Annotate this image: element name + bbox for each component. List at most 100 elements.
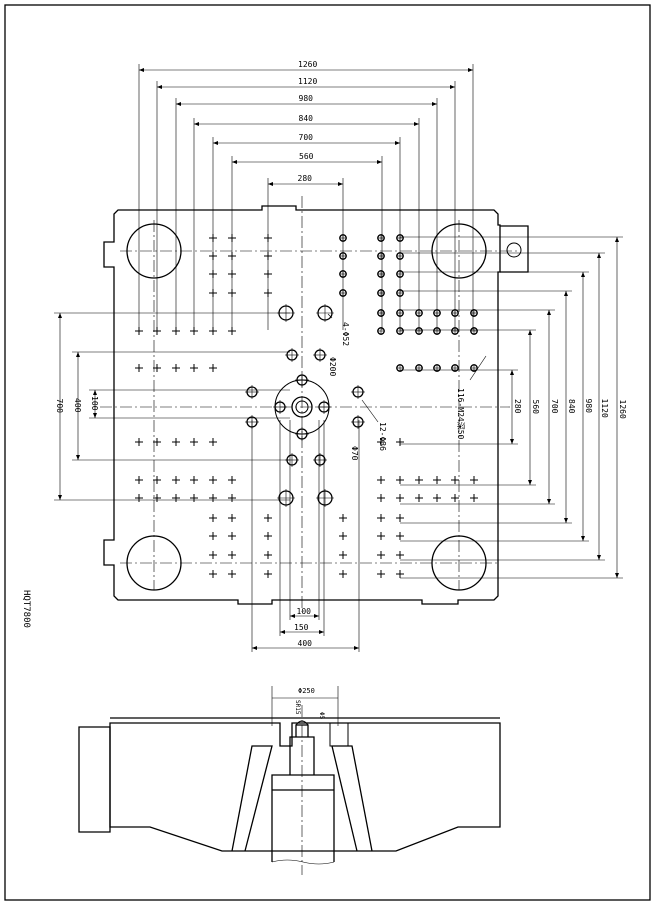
plus-mark [172,494,180,502]
plus-mark [209,476,217,484]
tapped-hole [433,309,441,317]
tapped-hole [339,270,347,278]
plus-mark [153,327,161,335]
callout-tapped-holes: 116-M24深50 [456,388,465,440]
plus-mark [209,364,217,372]
tapped-hole [396,252,404,260]
dimension-text: 1120 [600,399,609,418]
ear-hole [506,242,522,258]
dimension-text: 700 [55,399,64,414]
tapped-hole [377,270,385,278]
dimension-top-280: 280 [267,174,344,330]
dimension-left-400: 400 [72,351,290,461]
dimension-right-280: 280 [400,369,522,445]
dimension-text: 400 [73,398,82,413]
plus-mark [228,252,236,260]
dimension-right-700: 700 [400,309,559,505]
side-view [78,686,501,875]
plus-mark [396,438,404,446]
plus-mark [377,532,385,540]
plus-mark [377,570,385,578]
hole-36 [285,453,299,467]
plus-mark [209,570,217,578]
tapped-hole [339,234,347,242]
plus-mark [396,551,404,559]
plus-mark [228,327,236,335]
dimension-text: 980 [299,94,314,103]
plus-mark [264,532,272,540]
plus-mark [264,570,272,578]
platen-outline [103,205,501,605]
plus-mark [172,476,180,484]
dimension-top-1260: 1260 [138,60,474,330]
tapped-hole [415,327,423,335]
platen-ear [500,225,529,273]
tapped-hole [415,309,423,317]
hole-36 [245,415,259,429]
dimension-text: 280 [298,174,313,183]
dimension-right-980: 980 [400,271,593,542]
dimension-top-1120: 1120 [156,77,456,330]
plus-mark [135,327,143,335]
tapped-hole [377,234,385,242]
plus-mark [172,438,180,446]
plus-mark [153,476,161,484]
plus-mark [190,494,198,502]
plus-mark [377,438,385,446]
plus-mark [209,532,217,540]
plus-mark [228,289,236,297]
model-label: HQT7800 [21,590,31,628]
hole-36 [313,348,327,362]
plus-mark [172,364,180,372]
plus-mark [396,476,404,484]
tapped-hole [433,327,441,335]
plus-mark [264,551,272,559]
tapped-hole [415,364,423,372]
hole-36 [351,385,365,399]
dimension-text: 840 [567,399,576,414]
plus-mark [228,494,236,502]
tapped-hole [339,289,347,297]
dimension-text: 1260 [618,400,627,419]
center-lines [100,196,520,612]
callout-12-holes: 12-Φ36 [378,422,387,451]
plus-mark [396,514,404,522]
plus-mark [209,289,217,297]
tapped-hole [396,309,404,317]
plus-mark [451,494,459,502]
tapped-hole [451,309,459,317]
hole-36 [285,348,299,362]
plus-mark [264,289,272,297]
plus-mark [415,494,423,502]
plus-mark [377,514,385,522]
dimension-text: 840 [299,114,314,123]
plus-mark [264,270,272,278]
plus-mark [209,551,217,559]
dimension-bottom-100: 100 [289,420,320,620]
dimension-text: 700 [299,133,314,142]
dimension-left-100: 100 [89,389,290,419]
callout-bore-70: Φ70 [350,446,359,461]
dimension-text: 150 [294,623,309,632]
plus-mark [209,252,217,260]
callout-bore-200: Φ200 [328,357,337,376]
plus-mark [135,364,143,372]
plus-mark [209,514,217,522]
plus-mark [228,234,236,242]
tapped-hole [377,289,385,297]
tapped-hole [396,327,404,335]
dimension-text: 700 [550,399,559,414]
plus-mark [190,438,198,446]
side-view-label-sr: SR15 [294,700,301,715]
dimension-text: 560 [299,152,314,161]
dimension-text: 400 [298,639,313,648]
plus-mark [377,476,385,484]
plus-mark [135,494,143,502]
side-view-label-dia: Φ5 [318,712,325,720]
plus-mark [470,476,478,484]
tapped-hole [396,270,404,278]
tapped-hole [396,234,404,242]
dimension-right-1260: 1260 [400,236,627,579]
